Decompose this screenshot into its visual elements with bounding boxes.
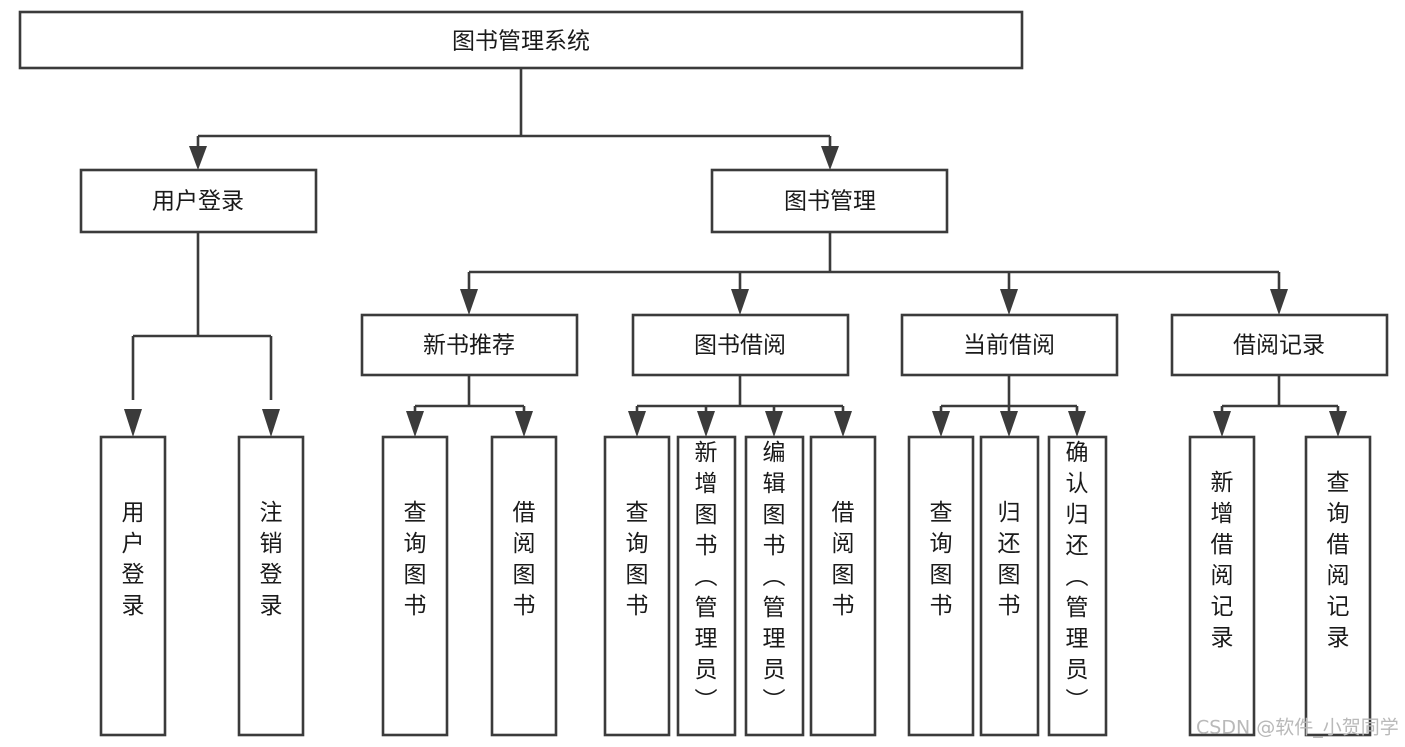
- leaf-user-login-box: [99, 435, 167, 737]
- leaf-borrow-book-recommend[interactable]: 借阅图书: [490, 435, 558, 737]
- leaf-return-book-box: [979, 435, 1040, 737]
- arrowhead-userlogin: [189, 146, 207, 170]
- leaf-borrow-book-recommend-box: [490, 435, 558, 737]
- arrowhead-leaf-logout: [262, 409, 280, 437]
- leaf-return-book[interactable]: 归还图书: [979, 435, 1040, 737]
- node-current-borrow-box: [900, 313, 1119, 377]
- leaf-borrow-book-box: [809, 435, 877, 737]
- node-book-management[interactable]: 图书管理: [710, 168, 949, 234]
- leaf-borrow-book-recommend-label: 借阅图书: [513, 500, 536, 619]
- leaf-query-book-recommend-label: 查询图书: [404, 500, 427, 619]
- node-current-borrow[interactable]: 当前借阅: [900, 313, 1119, 377]
- connector-layer: [124, 68, 1347, 437]
- node-user-login-label: 用户登录: [152, 189, 244, 215]
- arrowhead-bookmgmt: [821, 146, 839, 170]
- arrowhead-leaf-user-login: [124, 409, 142, 437]
- arrowhead-leaf-return-book: [1000, 411, 1018, 437]
- leaf-query-borrow-record-label: 查询借阅记录: [1327, 470, 1350, 651]
- leaf-return-book-label: 归还图书: [998, 500, 1021, 619]
- node-new-book-recommend-box: [360, 313, 579, 377]
- leaf-query-book-recommend[interactable]: 查询图书: [381, 435, 449, 737]
- arrowhead-leaf-borrow-book-1: [515, 411, 533, 437]
- leaf-query-book-borrow-label: 查询图书: [626, 500, 649, 619]
- leaf-add-borrow-record-box: [1188, 435, 1256, 737]
- node-borrow-record[interactable]: 借阅记录: [1170, 313, 1389, 377]
- csdn-watermark: CSDN @软件_小贺同学: [1196, 717, 1399, 739]
- leaf-add-borrow-record[interactable]: 新增借阅记录: [1188, 435, 1256, 737]
- arrowhead-leaf-query-record: [1329, 411, 1347, 437]
- leaf-borrow-book-label: 借阅图书: [832, 500, 855, 619]
- leaf-borrow-book[interactable]: 借阅图书: [809, 435, 877, 737]
- leaf-add-book[interactable]: 新增图书︵管理员︶: [676, 435, 737, 737]
- arrowhead-bookborrow: [731, 289, 749, 315]
- leaf-user-login[interactable]: 用户登录: [99, 435, 167, 737]
- leaf-query-book-borrow-box: [603, 435, 671, 737]
- arrowhead-leaf-query-book-1: [406, 411, 424, 437]
- node-root-label: 图书管理系统: [452, 29, 590, 55]
- leaf-confirm-return-label: 确认归还︵管理员︶: [1066, 440, 1089, 714]
- leaf-query-book-recommend-box: [381, 435, 449, 737]
- leaf-logout-box: [237, 435, 305, 737]
- node-book-borrow-label: 图书借阅: [694, 333, 786, 359]
- leaf-logout[interactable]: 注销登录: [237, 435, 305, 737]
- leaf-query-book-current-label: 查询图书: [930, 500, 953, 619]
- arrowhead-leaf-confirm-return: [1068, 411, 1086, 437]
- leaf-confirm-return-box: [1047, 435, 1108, 737]
- leaf-confirm-return[interactable]: 确认归还︵管理员︶: [1047, 435, 1108, 737]
- leaf-query-book-borrow[interactable]: 查询图书: [603, 435, 671, 737]
- arrowhead-currentborrow: [1000, 289, 1018, 315]
- node-book-borrow[interactable]: 图书借阅: [631, 313, 850, 377]
- node-user-login-box: [79, 168, 318, 234]
- node-book-borrow-box: [631, 313, 850, 377]
- node-root-system[interactable]: 图书管理系统: [18, 10, 1024, 70]
- arrowhead-borrowrecord: [1270, 289, 1288, 315]
- arrowhead-leaf-edit-book: [765, 411, 783, 437]
- leaf-edit-book-label: 编辑图书︵管理员︶: [763, 440, 786, 714]
- node-book-management-label: 图书管理: [784, 189, 876, 215]
- node-book-management-box: [710, 168, 949, 234]
- node-new-book-recommend[interactable]: 新书推荐: [360, 313, 579, 377]
- arrowhead-leaf-query-book-2: [628, 411, 646, 437]
- arrowhead-newbook: [460, 289, 478, 315]
- leaf-add-book-box: [676, 435, 737, 737]
- arrowhead-leaf-add-record: [1213, 411, 1231, 437]
- leaf-query-borrow-record[interactable]: 查询借阅记录: [1304, 435, 1372, 737]
- leaf-logout-label: 注销登录: [260, 500, 283, 619]
- arrowhead-leaf-query-book-3: [932, 411, 950, 437]
- arrowhead-leaf-borrow-book-2: [834, 411, 852, 437]
- leaf-query-book-current[interactable]: 查询图书: [907, 435, 975, 737]
- node-new-book-recommend-label: 新书推荐: [423, 333, 515, 359]
- leaf-add-borrow-record-label: 新增借阅记录: [1211, 470, 1234, 651]
- leaf-add-book-label: 新增图书︵管理员︶: [695, 440, 718, 714]
- node-borrow-record-label: 借阅记录: [1233, 333, 1325, 359]
- node-borrow-record-box: [1170, 313, 1389, 377]
- node-root-box: [18, 10, 1024, 70]
- node-current-borrow-label: 当前借阅: [963, 333, 1055, 359]
- leaf-edit-book-box: [744, 435, 805, 737]
- arrowhead-leaf-add-book: [697, 411, 715, 437]
- node-user-login[interactable]: 用户登录: [79, 168, 318, 234]
- leaf-user-login-label: 用户登录: [122, 500, 145, 619]
- leaf-query-book-current-box: [907, 435, 975, 737]
- leaf-query-borrow-record-box: [1304, 435, 1372, 737]
- leaf-edit-book[interactable]: 编辑图书︵管理员︶: [744, 435, 805, 737]
